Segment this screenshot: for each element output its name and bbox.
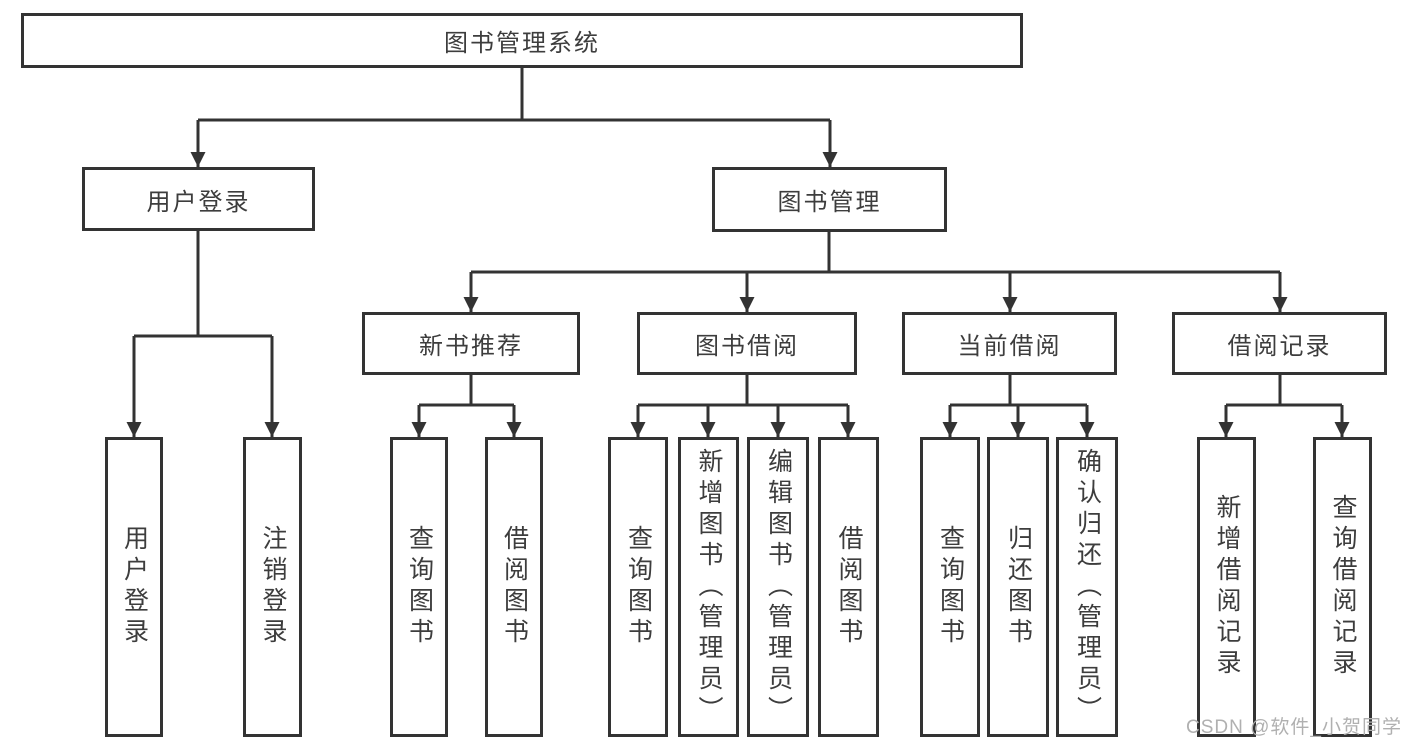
connector-records-children — [1218, 375, 1350, 437]
node-label: 图书管理 — [777, 189, 882, 216]
connector-root-to-level2 — [190, 68, 838, 167]
connector-book-mgmt-sections — [463, 232, 1288, 312]
leaf-records-add: 新增借阅记录 — [1197, 437, 1256, 737]
node-current-borrow: 当前借阅 — [902, 312, 1117, 375]
node-book-management: 图书管理 — [712, 167, 947, 232]
node-label: 查询借阅记录 — [1329, 494, 1357, 680]
connector-current-borrow-children — [942, 375, 1095, 437]
node-label: 归还图书 — [1004, 525, 1033, 649]
leaf-borrow-query: 查询图书 — [608, 437, 668, 737]
leaf-borrow-add: 新增图书（管理员） — [678, 437, 739, 737]
node-library-system: 图书管理系统 — [21, 13, 1023, 68]
node-label: 当前借阅 — [957, 333, 1062, 360]
node-label: 借阅记录 — [1227, 333, 1332, 360]
leaf-user-login: 用户登录 — [105, 437, 163, 737]
node-label: 借阅图书 — [500, 525, 529, 649]
watermark-text: CSDN @软件_小贺同学 — [1186, 717, 1402, 738]
leaf-current-query: 查询图书 — [920, 437, 980, 737]
node-borrow-records: 借阅记录 — [1172, 312, 1387, 375]
leaf-current-confirm: 确认归还（管理员） — [1056, 437, 1118, 737]
connector-user-login-children — [126, 231, 280, 437]
node-book-borrow: 图书借阅 — [637, 312, 857, 375]
node-label: 注销登录 — [259, 525, 287, 649]
node-new-book-recommend: 新书推荐 — [362, 312, 580, 375]
node-label: 查询图书 — [936, 525, 965, 649]
connector-new-books-children — [411, 375, 522, 437]
node-label: 查询图书 — [624, 525, 653, 649]
leaf-logout: 注销登录 — [243, 437, 302, 737]
node-user-login: 用户登录 — [82, 167, 315, 231]
node-label: 查询图书 — [405, 525, 434, 649]
connector-book-borrow-children — [630, 375, 856, 437]
node-label: 新增图书（管理员） — [695, 447, 723, 727]
leaf-newbook-query: 查询图书 — [390, 437, 448, 737]
node-label: 用户登录 — [120, 525, 149, 649]
leaf-records-query: 查询借阅记录 — [1313, 437, 1372, 737]
node-label: 新书推荐 — [419, 333, 523, 360]
node-label: 新增借阅记录 — [1213, 494, 1241, 680]
node-label: 图书借阅 — [695, 333, 799, 360]
leaf-borrow-borrow: 借阅图书 — [818, 437, 879, 737]
leaf-borrow-edit: 编辑图书（管理员） — [747, 437, 809, 737]
leaf-newbook-borrow: 借阅图书 — [485, 437, 543, 737]
node-label: 借阅图书 — [835, 525, 863, 649]
node-label: 图书管理系统 — [444, 30, 600, 57]
leaf-current-return: 归还图书 — [987, 437, 1049, 737]
node-label: 编辑图书（管理员） — [764, 447, 793, 727]
node-label: 用户登录 — [146, 188, 251, 216]
node-label: 确认归还（管理员） — [1073, 447, 1102, 727]
